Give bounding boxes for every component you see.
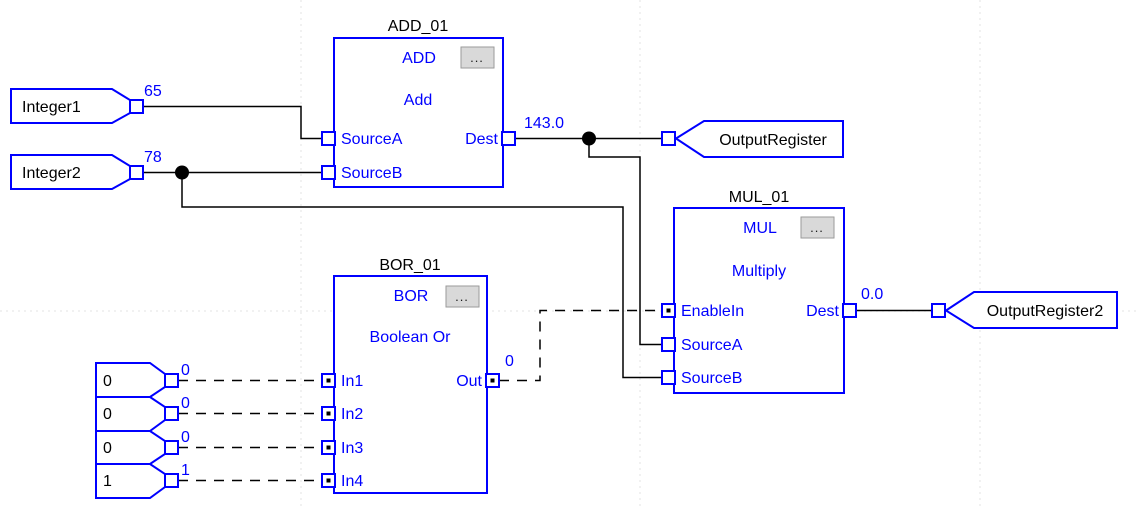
add-dest-wire-value: 143.0 <box>524 115 564 132</box>
literal-input-1[interactable]: 0 0 <box>95 362 190 398</box>
add-sourcea-label: SourceA <box>341 131 403 148</box>
mul-enablein-label: EnableIn <box>681 303 744 320</box>
outputregister-tag-label: OutputRegister <box>719 132 827 149</box>
literal3-wire-value: 0 <box>181 429 190 446</box>
outputregister2-input-pin[interactable] <box>931 303 946 318</box>
literal1-text: 0 <box>103 373 112 390</box>
mul-sourceb-label: SourceB <box>681 370 742 387</box>
add-properties-button-face[interactable] <box>460 46 495 69</box>
literal4-text: 1 <box>103 473 112 490</box>
literal4-wire-value: 1 <box>181 462 190 479</box>
mul-block-body[interactable] <box>673 207 845 394</box>
add-instance-title: ADD_01 <box>388 18 449 35</box>
bor-block-body[interactable] <box>333 275 488 494</box>
integer1-output-pin[interactable] <box>129 99 144 114</box>
outputregister2-tag-shape[interactable] <box>944 291 1118 329</box>
add-block[interactable]: ADD_01 ADD ... Add SourceA SourceB Dest … <box>321 18 564 188</box>
mul-block[interactable]: MUL_01 MUL ... Multiply EnableIn SourceA… <box>661 189 883 394</box>
bor-in2-bool-dot <box>326 411 331 416</box>
add-dest-label: Dest <box>465 131 498 148</box>
junction-dot-integer2 <box>175 165 189 180</box>
bor-properties-button-label: ... <box>455 289 469 304</box>
bor-in1-bool-dot <box>326 378 331 383</box>
bor-out-label: Out <box>456 373 482 390</box>
mul-dest-wire-value: 0.0 <box>861 286 883 303</box>
mul-dest-pin[interactable] <box>842 303 857 318</box>
literal1-output-pin[interactable] <box>164 373 179 388</box>
bor-properties-button[interactable]: ... <box>445 285 480 308</box>
outputregister-tag-shape[interactable] <box>674 120 844 158</box>
literal2-text: 0 <box>103 406 112 423</box>
mul-opcode-label: MUL <box>743 220 777 237</box>
integer2-tag-label: Integer2 <box>22 165 81 182</box>
integer1-tag-label: Integer1 <box>22 99 81 116</box>
literal3-text: 0 <box>103 440 112 457</box>
input-reference-integer2[interactable]: Integer2 78 <box>10 149 162 190</box>
output-reference-outputregister2[interactable]: OutputRegister2 <box>931 291 1118 329</box>
wire-add-dest-to-mul-sourcea[interactable] <box>588 138 662 346</box>
literal4-output-pin[interactable] <box>164 473 179 488</box>
bor-instance-title: BOR_01 <box>379 257 440 274</box>
integer2-output-pin[interactable] <box>129 165 144 180</box>
literal1-wire-value: 0 <box>181 362 190 379</box>
add-properties-button[interactable]: ... <box>460 46 495 69</box>
bor-in2-label: In2 <box>341 406 363 423</box>
add-properties-button-label: ... <box>470 50 484 65</box>
junction-dot-add-dest <box>582 131 596 146</box>
bor-opcode-label: BOR <box>394 288 429 305</box>
literal2-wire-value: 0 <box>181 395 190 412</box>
mul-instance-title: MUL_01 <box>729 189 790 206</box>
bor-description-label: Boolean Or <box>370 329 452 346</box>
outputregister-input-pin[interactable] <box>661 131 676 146</box>
add-dest-pin[interactable] <box>501 131 516 146</box>
literal-input-4[interactable]: 1 1 <box>95 462 190 499</box>
bor-block[interactable]: BOR_01 BOR ... Boolean Or In1 In2 In3 In… <box>321 257 514 494</box>
bor-in1-label: In1 <box>341 373 363 390</box>
output-reference-outputregister[interactable]: OutputRegister <box>661 120 844 158</box>
literal-input-3[interactable]: 0 0 <box>95 429 190 465</box>
wire-integer1-to-add-sourcea[interactable] <box>143 105 322 140</box>
mul-properties-button-face[interactable] <box>800 216 835 239</box>
add-opcode-label: ADD <box>402 50 436 67</box>
integer2-wire-value: 78 <box>144 149 162 166</box>
wire-bor-out-to-mul-enablein[interactable] <box>499 309 662 382</box>
add-description-label: Add <box>404 92 432 109</box>
bor-out-bool-dot <box>490 378 495 383</box>
literal3-output-pin[interactable] <box>164 440 179 455</box>
add-sourcea-pin[interactable] <box>321 131 336 146</box>
literal-input-2[interactable]: 0 0 <box>95 395 190 432</box>
mul-description-label: Multiply <box>732 263 786 280</box>
bor-in3-bool-dot <box>326 445 331 450</box>
input-reference-integer1[interactable]: Integer1 65 <box>10 83 162 124</box>
integer1-wire-value: 65 <box>144 83 162 100</box>
bor-in4-bool-dot <box>326 478 331 483</box>
literal2-output-pin[interactable] <box>164 406 179 421</box>
add-sourceb-label: SourceB <box>341 165 402 182</box>
mul-sourcea-pin[interactable] <box>661 337 676 352</box>
mul-properties-button[interactable]: ... <box>800 216 835 239</box>
bor-in3-label: In3 <box>341 440 363 457</box>
wire-integer2-to-mul-sourceb[interactable] <box>181 172 662 379</box>
mul-sourcea-label: SourceA <box>681 337 743 354</box>
add-sourceb-pin[interactable] <box>321 165 336 180</box>
outputregister2-tag-label: OutputRegister2 <box>987 303 1104 320</box>
bor-out-wire-value: 0 <box>505 353 514 370</box>
bor-properties-button-face[interactable] <box>445 285 480 308</box>
mul-sourceb-pin[interactable] <box>661 370 676 385</box>
bor-in4-label: In4 <box>341 473 363 490</box>
mul-dest-label: Dest <box>806 303 839 320</box>
mul-properties-button-label: ... <box>810 220 824 235</box>
mul-enablein-bool-dot <box>666 308 671 313</box>
